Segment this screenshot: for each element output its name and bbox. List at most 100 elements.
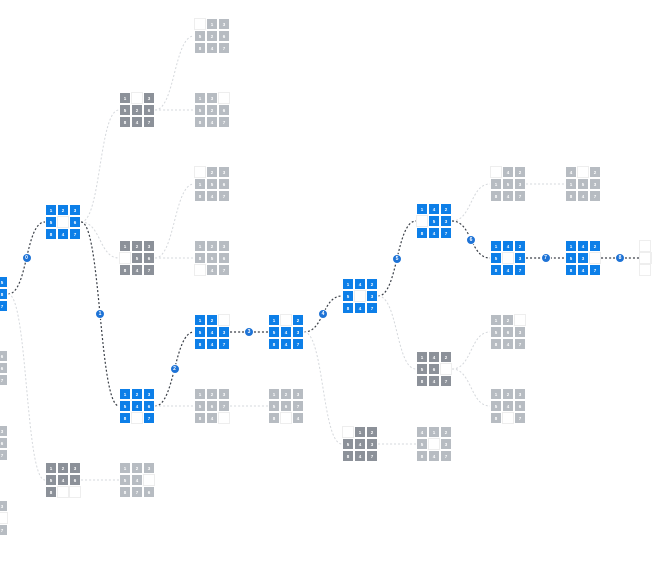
puzzle-tile: 4	[428, 375, 440, 387]
puzzle-tile: 2	[131, 388, 143, 400]
puzzle-tile: 5	[206, 178, 218, 190]
puzzle-tile: 3	[206, 92, 218, 104]
puzzle-tile: 7	[440, 450, 452, 462]
puzzle-tile	[194, 264, 206, 276]
puzzle-tile: 6	[0, 437, 8, 449]
puzzle-tile: 5	[45, 474, 57, 486]
puzzle-tile: 1	[119, 92, 131, 104]
puzzle-tile: 4	[428, 450, 440, 462]
puzzle-tile: 4	[502, 338, 514, 350]
puzzle-tile: 8	[119, 116, 131, 128]
tree-edge	[303, 295, 343, 333]
puzzle-tile: 1	[490, 240, 502, 252]
puzzle-tile	[280, 412, 292, 424]
puzzle-tile: 3	[292, 326, 304, 338]
puzzle-tile: 5	[565, 252, 577, 264]
puzzle-tile	[218, 92, 230, 104]
puzzle-tile: 7	[218, 42, 230, 54]
puzzle-tile: 7	[218, 190, 230, 202]
puzzle-tile: 4	[131, 264, 143, 276]
puzzle-tile: 2	[206, 240, 218, 252]
puzzle-tile: 1	[490, 314, 502, 326]
puzzle-tile: 7	[69, 228, 81, 240]
puzzle-tile: 3	[69, 462, 81, 474]
puzzle-tile	[490, 166, 502, 178]
puzzle-tile: 4	[502, 240, 514, 252]
puzzle-tile: 2	[131, 104, 143, 116]
puzzle-tile: 4	[206, 42, 218, 54]
puzzle-tile: 4	[416, 426, 428, 438]
puzzle-tile: 3	[218, 240, 230, 252]
puzzle-tile: 4	[577, 264, 589, 276]
puzzle-tile: 2	[206, 388, 218, 400]
puzzle-tile: 3	[218, 388, 230, 400]
puzzle-tile: 4	[354, 450, 366, 462]
puzzle-tile: 8	[490, 412, 502, 424]
puzzle-tile: 4	[206, 116, 218, 128]
puzzle-tile: 2	[292, 314, 304, 326]
puzzle-tile: 3	[514, 178, 526, 190]
puzzle-tile: 5	[194, 400, 206, 412]
puzzle-tile	[440, 363, 452, 375]
puzzle-tile: 4	[428, 351, 440, 363]
puzzle-tile: 6	[280, 400, 292, 412]
puzzle-tile: 6	[143, 104, 155, 116]
puzzle-state-n9[interactable]: 42347	[639, 240, 652, 276]
puzzle-tile	[57, 216, 69, 228]
step-badge: 8	[615, 253, 625, 263]
puzzle-tile: 7	[292, 400, 304, 412]
puzzle-tile: 7	[218, 338, 230, 350]
puzzle-tile: 4	[428, 203, 440, 215]
puzzle-tile	[218, 412, 230, 424]
puzzle-tile: 8	[45, 486, 57, 498]
puzzle-tile: 5	[268, 400, 280, 412]
puzzle-tile: 8	[194, 338, 206, 350]
puzzle-tile: 4	[206, 338, 218, 350]
puzzle-tile: 6	[218, 178, 230, 190]
puzzle-tile: 5	[416, 438, 428, 450]
puzzle-tile: 1	[565, 240, 577, 252]
puzzle-tile: 7	[589, 264, 601, 276]
puzzle-tile: 2	[440, 351, 452, 363]
tree-edge	[154, 183, 195, 259]
puzzle-tile: 5	[428, 215, 440, 227]
puzzle-tile: 8	[194, 412, 206, 424]
puzzle-tile	[131, 412, 143, 424]
step-badge: 3	[244, 327, 254, 337]
puzzle-tile: 3	[292, 388, 304, 400]
puzzle-tile: 4	[502, 264, 514, 276]
puzzle-tile	[69, 486, 81, 498]
puzzle-tile: 8	[342, 450, 354, 462]
puzzle-tile: 8	[119, 486, 131, 498]
